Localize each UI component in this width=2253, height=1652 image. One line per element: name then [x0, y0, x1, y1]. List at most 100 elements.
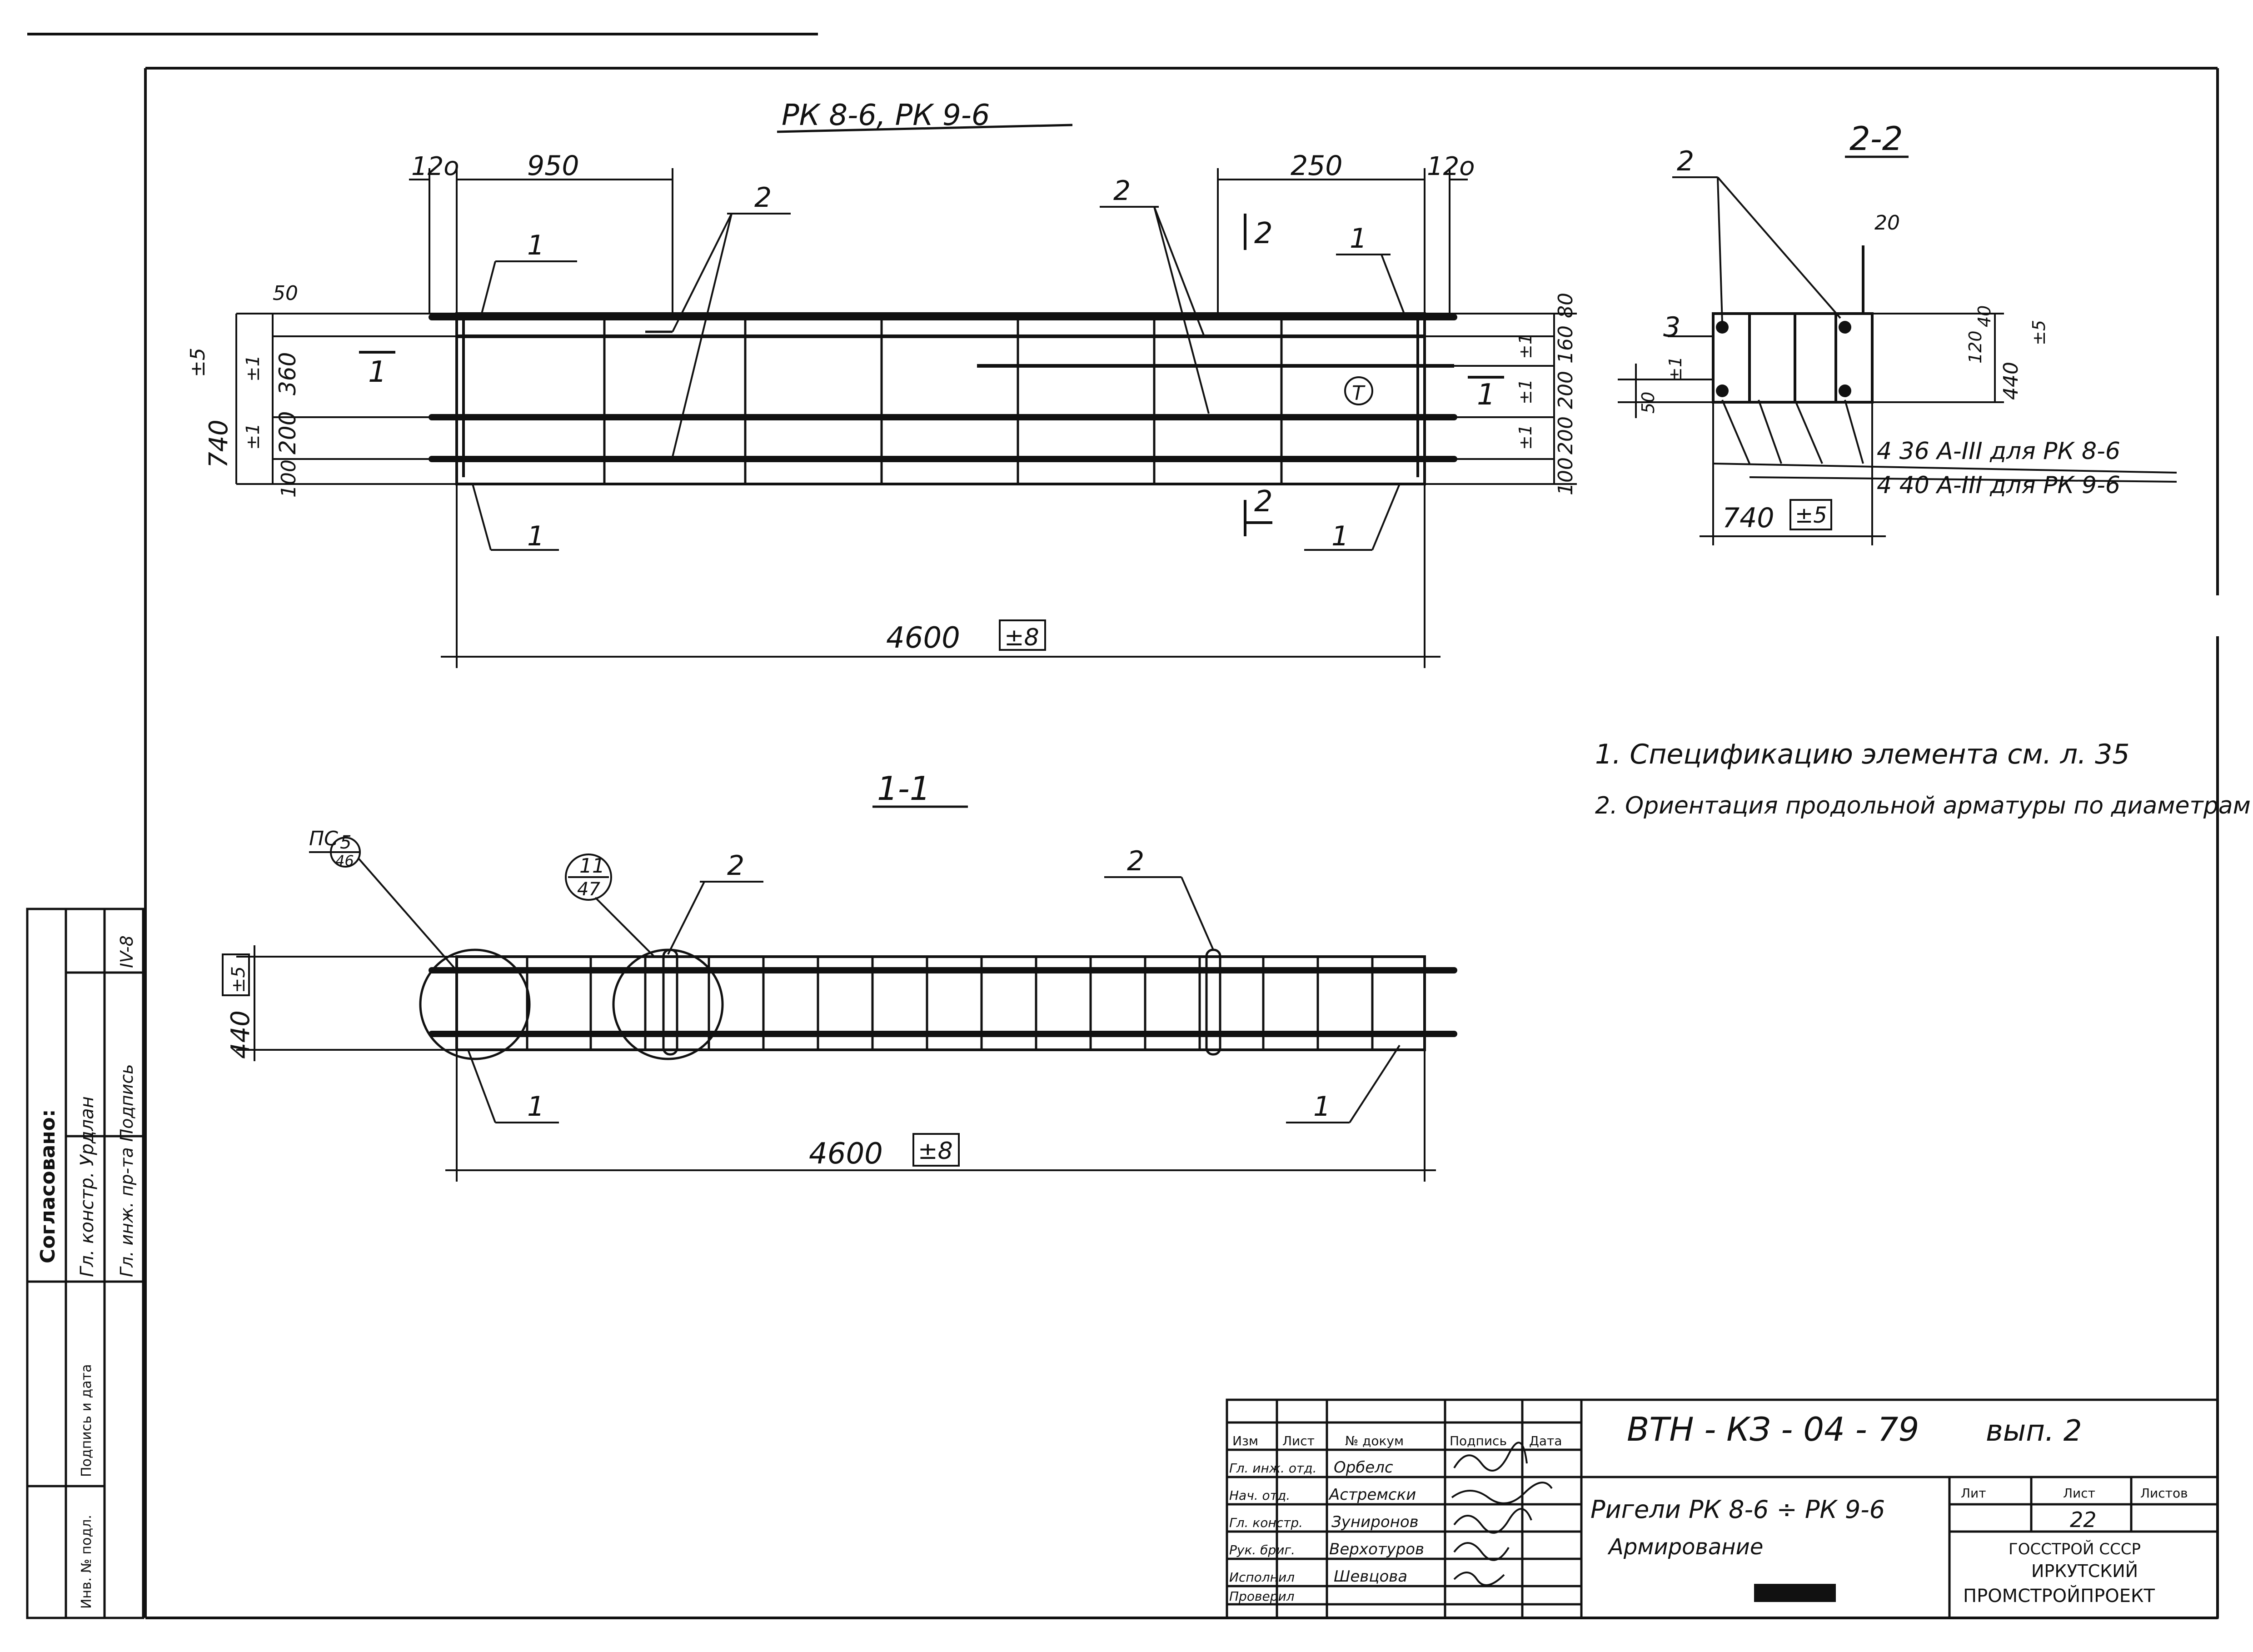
- dim-top-1: 12о: [411, 152, 459, 181]
- dim-right-100: 100: [1554, 457, 1577, 495]
- s22-dim-20: 20: [1874, 211, 1900, 235]
- s11-height: 440: [226, 1010, 255, 1059]
- note-1: 1. Спецификацию элемента см. л. 35: [1595, 739, 2130, 770]
- s22-dim-440: 440: [1999, 362, 2023, 400]
- tb-sheet-no: 22: [2070, 1507, 2097, 1532]
- tb-header-izm: Изм: [1232, 1433, 1258, 1448]
- section-mark-1-right: 1: [1477, 378, 1495, 412]
- signature-scribbles: [1451, 1442, 1553, 1586]
- node-a-sheet: 46: [335, 852, 354, 869]
- callout-2-a: 2: [754, 182, 772, 214]
- dim-left-100: 100: [277, 459, 300, 498]
- dim-right-80: 80: [1554, 293, 1577, 318]
- tb-lit: Лит: [1961, 1486, 1986, 1501]
- dim-right-tol3: ±1: [1515, 424, 1535, 450]
- s22-dim-tol2: ±1: [1665, 356, 1685, 382]
- dim-right-tol1: ±1: [1515, 334, 1535, 359]
- top-length-tol: ±8: [1004, 624, 1039, 651]
- notes: 1. Спецификацию элемента см. л. 35 2. Ор…: [1595, 739, 2253, 819]
- dim-left-740: 740: [204, 419, 234, 468]
- section-2-2: 2-2: [1618, 120, 2177, 545]
- s22-dim-40: 40: [1974, 305, 1994, 327]
- side-stamp-inv: Инв. № подл.: [79, 1515, 95, 1609]
- tb-name-3: Зуниронов: [1331, 1513, 1419, 1531]
- dim-left-tol: ±5: [186, 348, 209, 377]
- top-length: 4600: [886, 621, 960, 655]
- dim-left-tol3: ±1: [243, 423, 264, 450]
- tb-org-2: ИРКУТСКИЙ: [2031, 1561, 2138, 1581]
- tb-role-1: Гл. инж. отд.: [1229, 1461, 1317, 1476]
- callout-1-c: 1: [527, 520, 544, 552]
- dim-top-2: 950: [527, 150, 579, 182]
- section-mark-2-top: 2: [1254, 217, 1273, 250]
- s22-rebar-note-2: 4 40 А-III для РК 9-6: [1877, 472, 2120, 499]
- dim-top-3: 250: [1291, 150, 1343, 182]
- top-view: РК 8-6, РК 9-6: [186, 99, 1577, 668]
- tb-name-1: Орбелс: [1334, 1458, 1393, 1477]
- s11-callout-2a: 2: [727, 850, 744, 882]
- section-2-2-title: 2-2: [1849, 120, 1903, 158]
- s11-callout-1b: 1: [1313, 1091, 1331, 1123]
- s22-callout-3: 3: [1663, 311, 1680, 343]
- tb-role-5: Исполнил: [1229, 1570, 1295, 1585]
- tb-name-5: Шевцова: [1334, 1567, 1407, 1586]
- tb-header-doc: № докум: [1345, 1433, 1404, 1448]
- node-a-prefix: ПС: [309, 827, 338, 850]
- agreed-row2: Гл. инж. пр-та Подпись: [117, 1064, 137, 1277]
- node-mark-circle: [1344, 376, 1373, 405]
- tb-listov: Листов: [2140, 1486, 2188, 1501]
- callout-2-b: 2: [1113, 175, 1131, 207]
- s22-dim-tol: ±5: [2029, 320, 2049, 345]
- sheet-frame: [27, 33, 2219, 1619]
- s22-rebar-note-1: 4 36 А-III для РК 8-6: [1877, 438, 2120, 465]
- s22-dim-120: 120: [1965, 330, 1985, 364]
- s11-length-tol: ±8: [918, 1138, 953, 1165]
- dim-right-200b: 200: [1554, 416, 1577, 454]
- node-b-num: 11: [579, 854, 605, 878]
- tb-header-list: Лист: [1282, 1433, 1315, 1448]
- tb-name-4: Верхотуров: [1329, 1540, 1424, 1558]
- tb-role-3: Гл. констр.: [1229, 1515, 1303, 1530]
- tb-org-1: ГОССТРОЙ СССР: [2009, 1540, 2141, 1558]
- s22-dim-740-tol: ±5: [1795, 503, 1827, 528]
- dim-right-tol2: ±1: [1515, 379, 1535, 404]
- node-mark: Т: [1352, 382, 1366, 405]
- section-mark-1-left: 1: [368, 355, 387, 389]
- redacted-stamp: [1754, 1584, 1836, 1602]
- tb-header-sign: Подпись: [1450, 1433, 1507, 1448]
- dim-left-50: 50: [273, 282, 298, 305]
- callout-1-d: 1: [1331, 520, 1349, 552]
- tb-org-3: ПРОМСТРОЙПРОЕКТ: [1963, 1585, 2155, 1607]
- s22-dim-50: 50: [1638, 392, 1658, 414]
- dim-top-4: 12о: [1427, 152, 1475, 181]
- node-b-sheet: 47: [577, 879, 600, 900]
- tb-name-line2: Армирование: [1607, 1534, 1763, 1560]
- s22-dim-740: 740: [1722, 502, 1774, 534]
- s11-callout-1a: 1: [527, 1091, 544, 1123]
- tb-role-6: Проверил: [1229, 1589, 1295, 1604]
- s11-callout-2b: 2: [1127, 845, 1144, 877]
- dim-left-200: 200: [274, 411, 301, 454]
- section-1-1-title: 1-1: [877, 769, 931, 808]
- s22-callout-2: 2: [1677, 145, 1694, 177]
- tb-role-2: Нач. отд.: [1229, 1488, 1290, 1503]
- agreed-date: IV-8: [117, 935, 137, 968]
- tb-header-date: Дата: [1529, 1433, 1562, 1448]
- dim-right-200a: 200: [1554, 371, 1577, 409]
- side-stamp-sign: Подпись и дата: [79, 1364, 95, 1477]
- dim-left-tol2: ±1: [243, 355, 264, 382]
- agreed-title: Согласовано:: [36, 1109, 60, 1264]
- tb-designation: ВТН - КЗ - 04 - 79: [1627, 1410, 1919, 1448]
- s11-length: 4600: [809, 1137, 883, 1171]
- callout-1-b: 1: [1350, 223, 1367, 255]
- agreed-stamp: Согласовано: Гл. констр. Урдлан Гл. инж.…: [26, 908, 145, 1619]
- tb-role-4: Рук. бриг.: [1229, 1542, 1295, 1557]
- dim-right-160: 160: [1554, 325, 1577, 364]
- agreed-row1: Гл. констр. Урдлан: [77, 1096, 98, 1277]
- title-block: Изм Лист № докум Подпись Дата Гл. инж. о…: [1226, 1398, 2219, 1619]
- section-1-1: 1-1: [222, 769, 1457, 1182]
- note-2: 2. Ориентация продольной арматуры по диа…: [1595, 792, 2253, 819]
- callout-1-a: 1: [527, 230, 544, 261]
- tb-issue: вып. 2: [1986, 1414, 2082, 1448]
